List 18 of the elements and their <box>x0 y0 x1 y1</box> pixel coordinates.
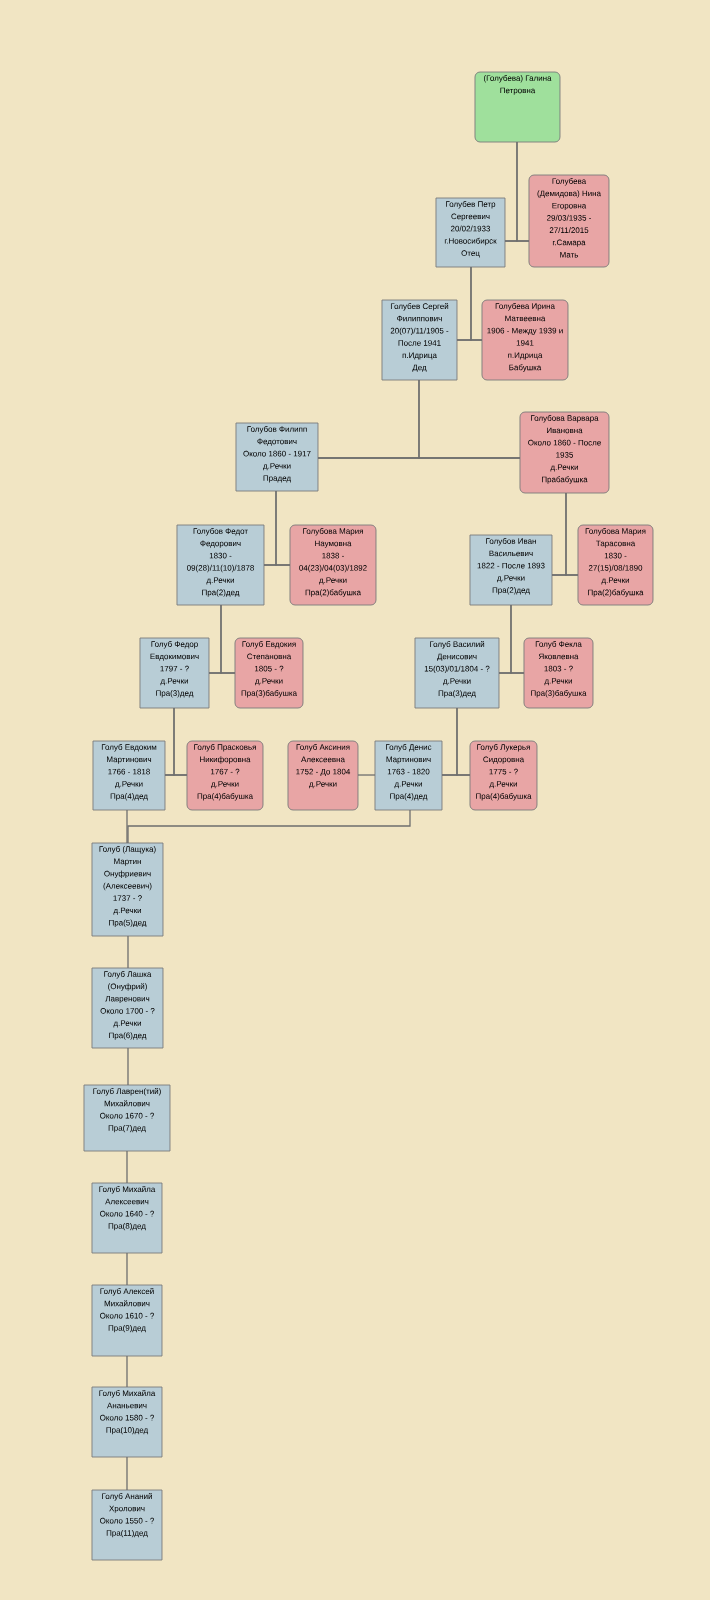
connector-line <box>127 1047 129 1086</box>
connector-line <box>510 604 525 674</box>
connector-line <box>127 935 129 969</box>
connector-line <box>173 707 188 776</box>
connector-line <box>565 492 579 576</box>
connector-line <box>220 604 236 674</box>
connector-line <box>275 490 291 566</box>
connector-line <box>470 266 483 341</box>
connector-line <box>126 1355 128 1388</box>
connector-line <box>126 809 128 844</box>
connector-line <box>456 707 471 776</box>
connector-line <box>126 1456 128 1491</box>
connector-line <box>516 141 530 242</box>
connector-line <box>126 1150 128 1184</box>
connector-line <box>357 774 376 776</box>
connector-line <box>418 379 521 459</box>
connector-line <box>127 809 411 844</box>
connector-line <box>126 1252 128 1286</box>
